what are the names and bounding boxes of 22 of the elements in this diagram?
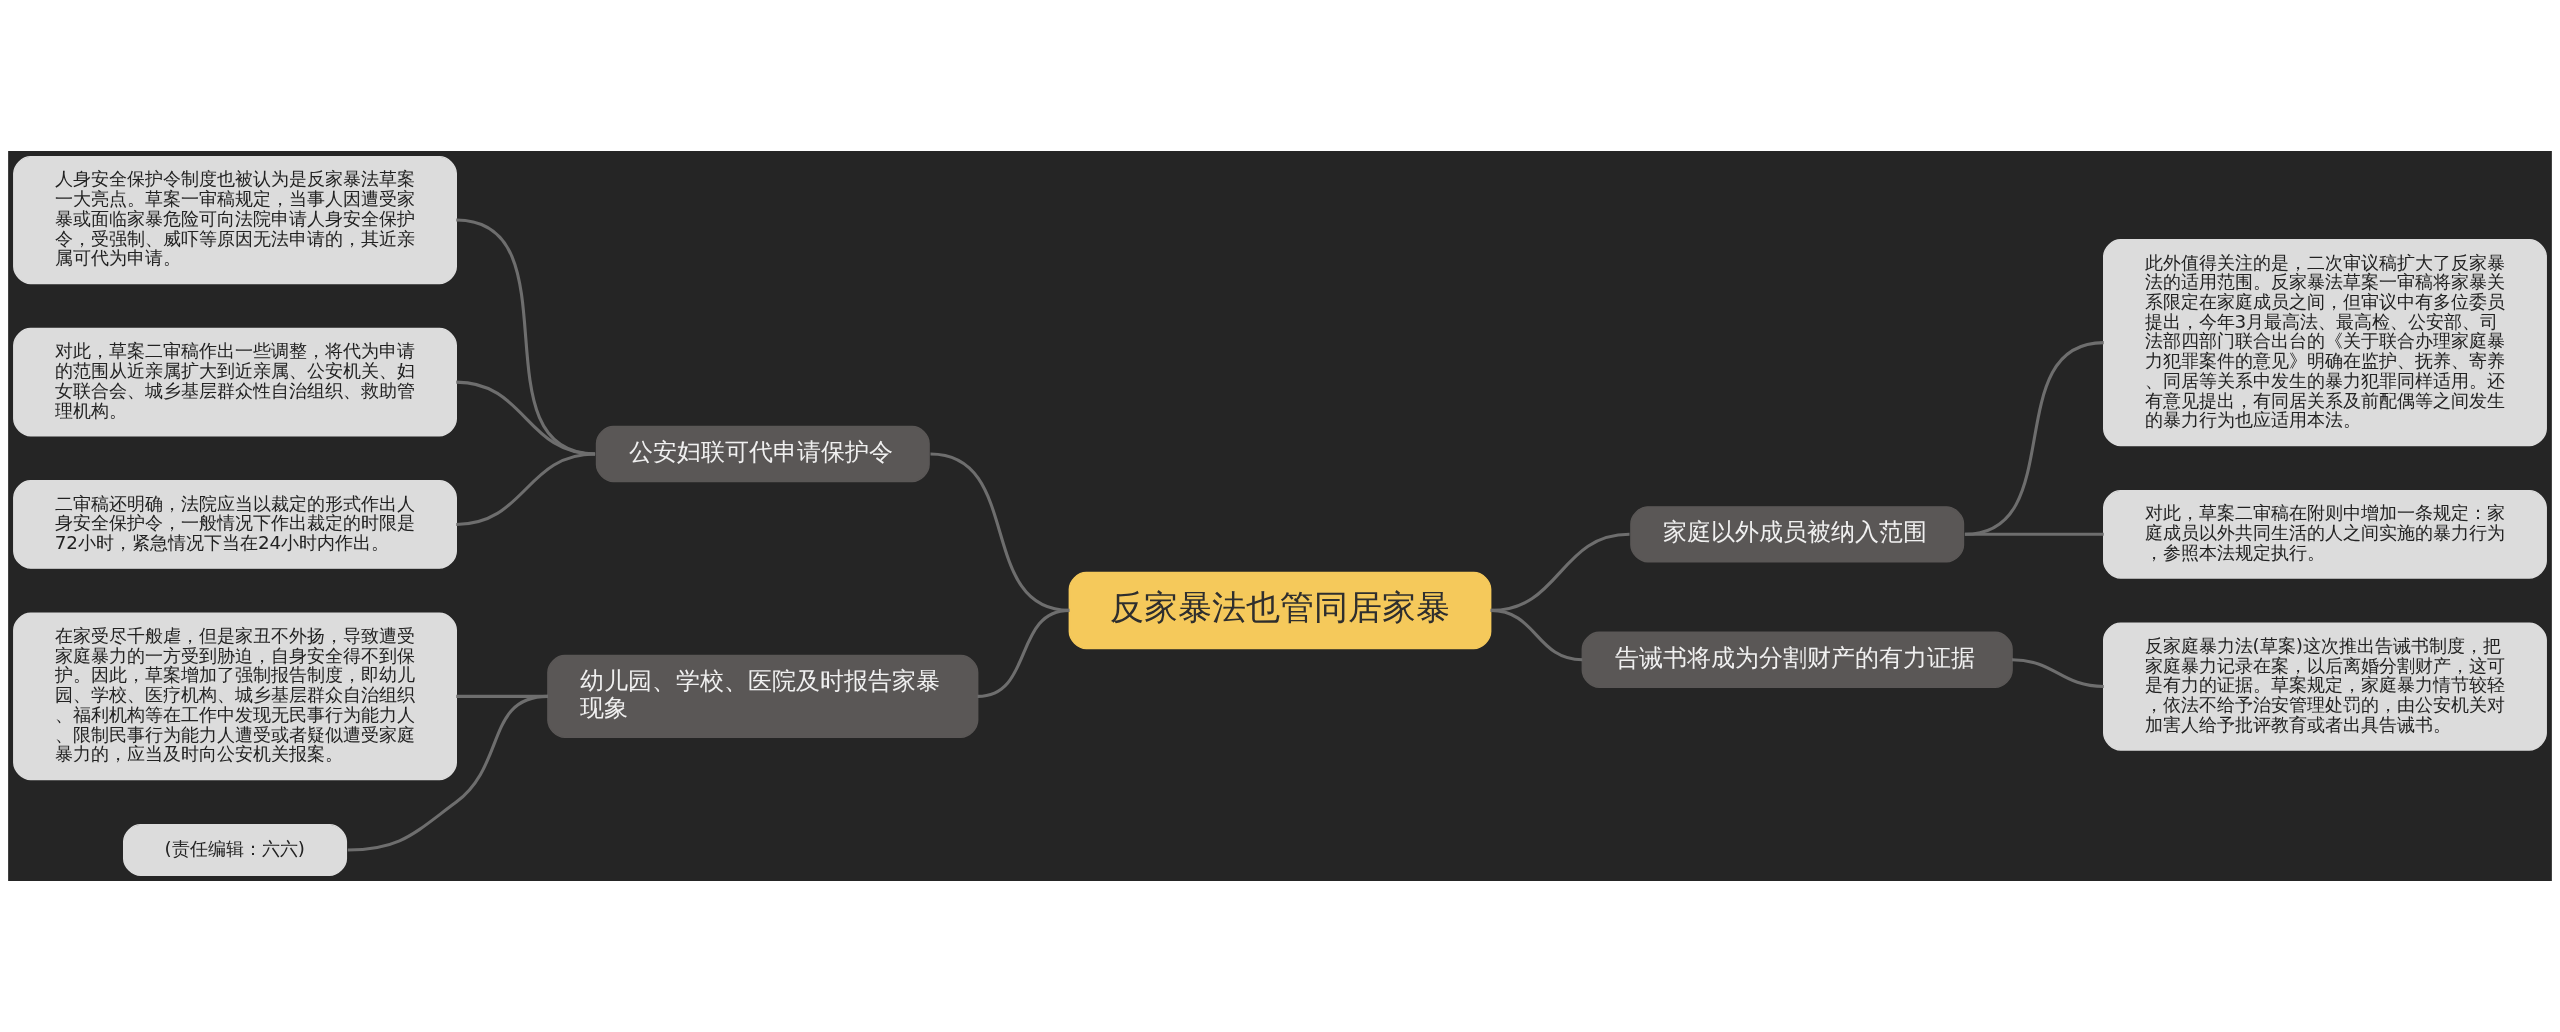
connector [1964, 532, 2104, 536]
node-box: 反家庭暴力法(草案)这次推出告诫书制度，把家庭暴力记录在案，以后离婚分割财产，这可是有力的证据。草案规定，家庭暴力情节较轻，依法不给予治安管理处罚的，由公安机关对加害人给予批评教育或者出具告诫书。 [2103, 622, 2547, 751]
connector [2012, 658, 2104, 689]
connector [456, 452, 596, 526]
node-box: 在家受尽千般虐，但是家丑不外扬，导致遭受家庭暴力的一方受到胁迫，自身安全得不到保护。因此，草案增加了强制报告制度，即幼儿园、学校、医疗机构、城乡基层群众自治组织、福利机构等在工作中发现无民事行为能力人、限制民事行为能力人遭受或者疑似遭受家庭暴力的，应当及时向公安机关报案。 [13, 612, 457, 781]
node-box: 公安妇联可代申请保护令 [595, 425, 930, 483]
connector [347, 694, 549, 852]
node-box: (责任编辑：六六) [123, 823, 348, 877]
connector [977, 608, 1070, 698]
node-box: 人身安全保护令制度也被认为是反家暴法草案一大亮点。草案一审稿规定，当事人因遭受家暴或面临家暴危险可向法院申请人身安全保护令，受强制、威吓等原因无法申请的，其近亲属可代为申请。 [13, 155, 457, 285]
node-box: 对此，草案二审稿作出一些调整，将代为申请的范围从近亲属扩大到近亲属、公安机关、妇女联合会、城乡基层群众性自治组织、救助管理机构。 [13, 327, 457, 437]
node-box: 家庭以外成员被纳入范围 [1630, 506, 1965, 563]
connector [1964, 341, 2104, 536]
node-box: 二审稿还明确，法院应当以裁定的形式作出人身安全保护令，一般情况下作出裁定的时限是72小时，紧急情况下当在24小时内作出。 [13, 480, 457, 569]
node-box: 告诫书将成为分割财产的有力证据 [1581, 631, 2013, 688]
node-box: 幼儿园、学校、医院及时报告家暴现象 [547, 654, 979, 738]
node-box: 对此，草案二审稿在附则中增加一条规定：家庭成员以外共同生活的人之间实施的暴力行为，参照本法规定执行。 [2103, 489, 2547, 579]
connector [1490, 608, 1583, 662]
node-box: 反家暴法也管同居家暴 [1068, 571, 1492, 650]
connector [456, 218, 596, 456]
node-box: 此外值得关注的是，二次审议稿扩大了反家暴法的适用范围。反家暴法草案一审稿将家暴关系限定在家庭成员之间，但审议中有多位委员提出，今年3月最高法、最高检、公安部、司法部四部门联合出台的《关于联合办理家庭暴力犯罪案件的意见》明确在监护、抚养、寄养、同居等关系中发生的暴力犯罪同样适用。还有意见提出，有同居关系及前配偶等之间发生的暴力行为也应适用本法。 [2103, 239, 2547, 447]
connector [456, 380, 596, 456]
